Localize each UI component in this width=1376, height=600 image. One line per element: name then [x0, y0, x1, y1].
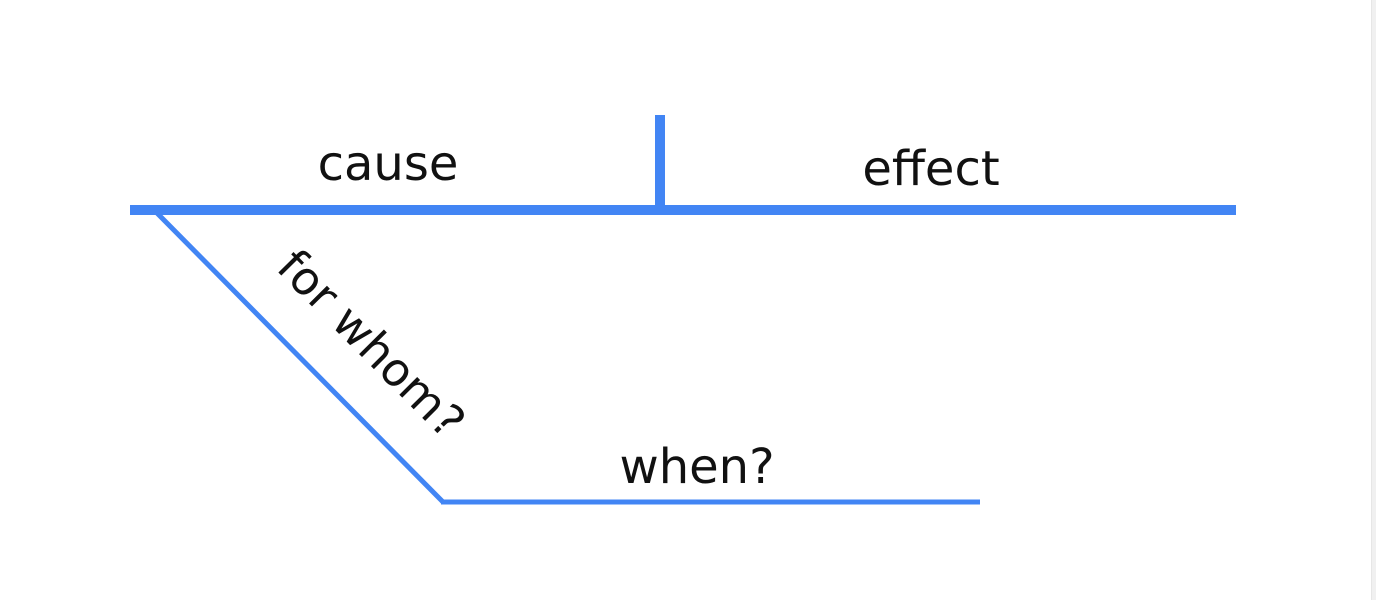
cause-label: cause — [318, 136, 459, 192]
when-label: when? — [619, 439, 774, 495]
effect-label: effect — [862, 141, 999, 197]
for-whom-label: for whom? — [267, 239, 476, 449]
modifier-diagonal — [154, 210, 445, 504]
window-edge — [1371, 0, 1376, 600]
